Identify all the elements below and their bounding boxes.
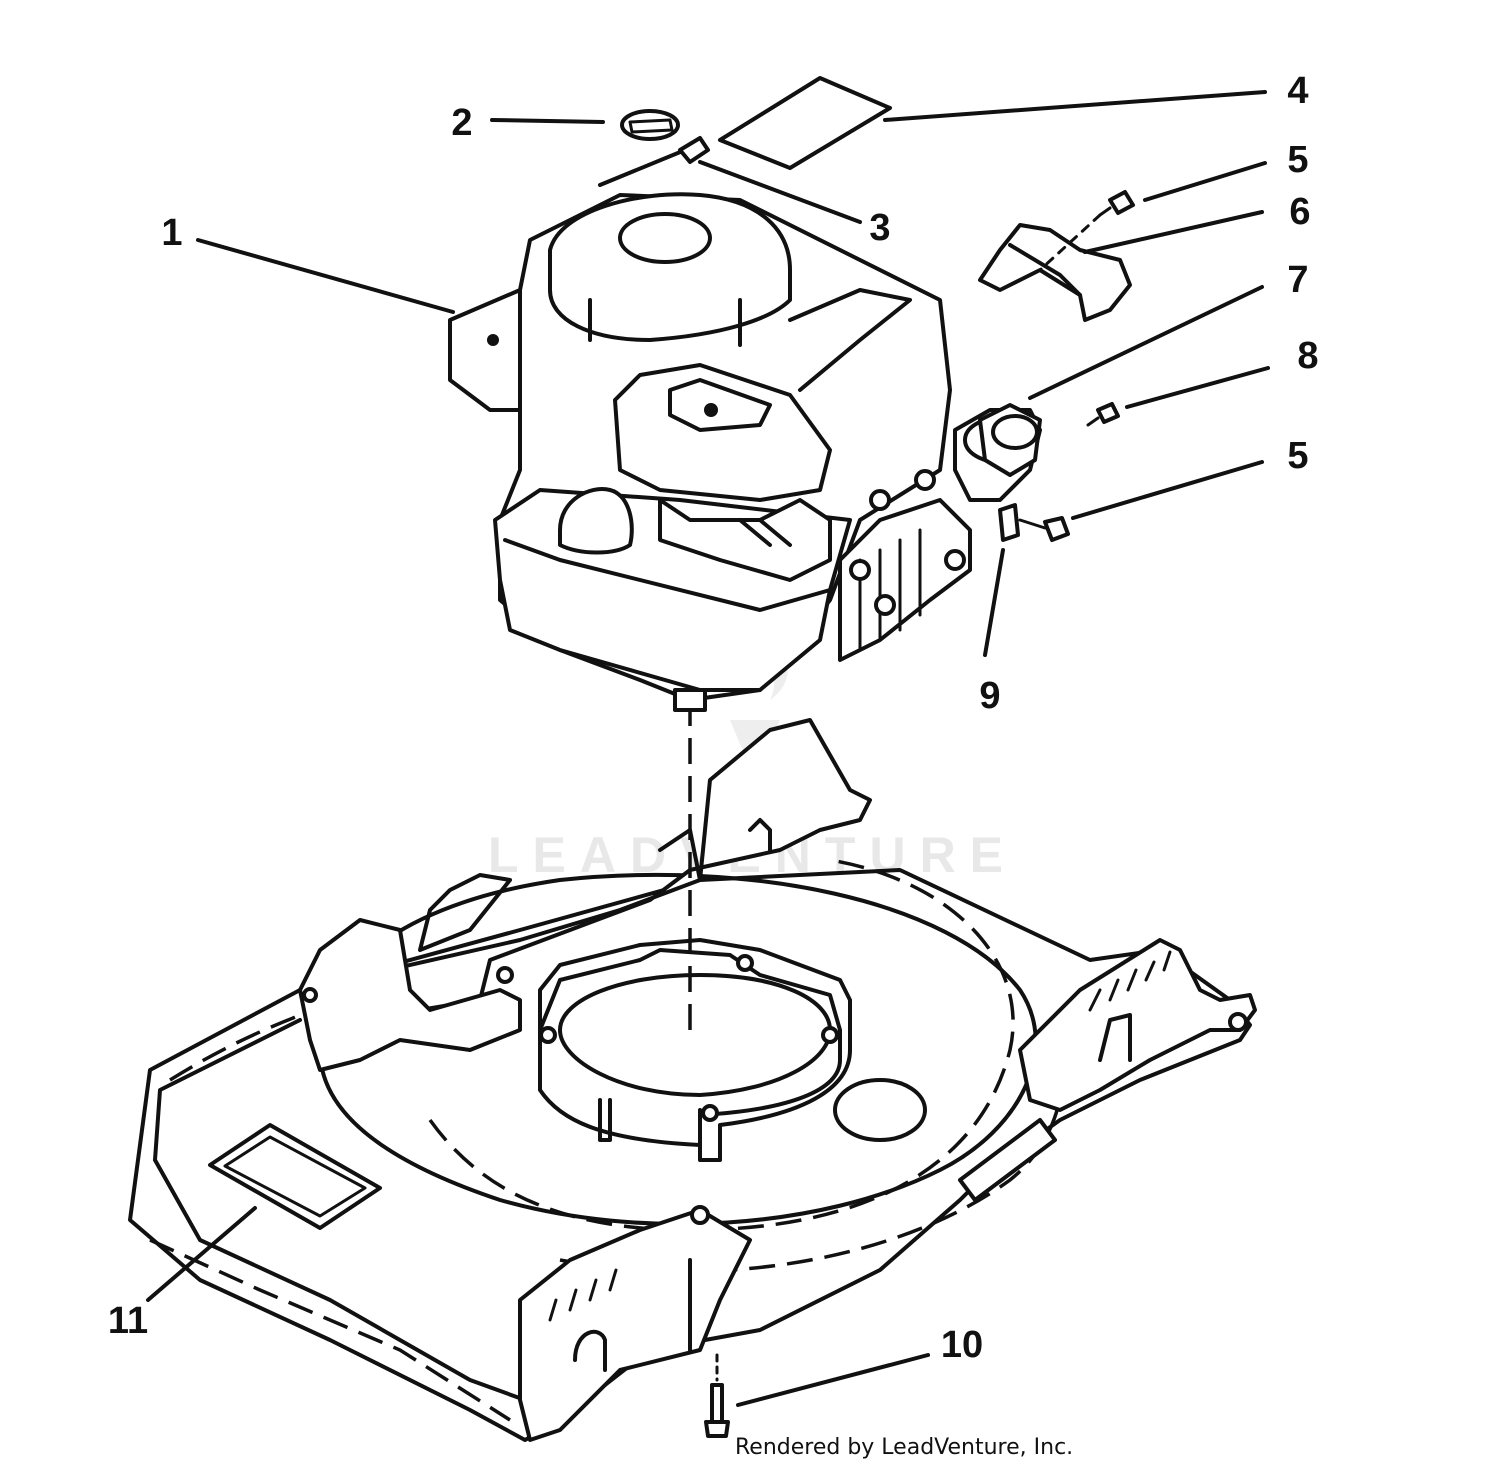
callout-7: 7 bbox=[1287, 259, 1308, 301]
leader-5a bbox=[1143, 161, 1267, 202]
leader-3 bbox=[698, 160, 862, 224]
callout-10: 10 bbox=[941, 1324, 983, 1366]
mower-deck bbox=[128, 718, 1257, 1442]
leader-7 bbox=[1028, 285, 1264, 400]
leader-5b bbox=[1071, 460, 1264, 520]
leader-4 bbox=[883, 90, 1267, 122]
callout-5-lower: 5 bbox=[1287, 435, 1308, 477]
callout-3: 3 bbox=[869, 207, 890, 249]
part-6-bracket bbox=[978, 223, 1132, 322]
leader-1 bbox=[196, 238, 455, 314]
leader-lines bbox=[146, 90, 1270, 1407]
callout-6: 6 bbox=[1289, 191, 1310, 233]
part-5-screw-top bbox=[1038, 190, 1135, 272]
leader-6 bbox=[1083, 210, 1264, 254]
render-credit: Rendered by LeadVenture, Inc. bbox=[735, 1435, 1073, 1460]
callout-11: 11 bbox=[108, 1300, 148, 1342]
part-4-label bbox=[718, 76, 892, 170]
callout-labels: 1 2 3 4 5 6 7 8 5 9 10 11 bbox=[108, 70, 1319, 1366]
part-7-starter-cup bbox=[978, 403, 1042, 477]
part-2-oil-cap bbox=[620, 109, 680, 141]
leader-11 bbox=[146, 1206, 257, 1302]
part-9-clip bbox=[998, 503, 1020, 542]
callout-4: 4 bbox=[1287, 70, 1308, 112]
callout-1: 1 bbox=[161, 212, 182, 254]
callout-5-top: 5 bbox=[1287, 139, 1308, 181]
leader-8 bbox=[1125, 366, 1270, 409]
callout-2: 2 bbox=[451, 102, 472, 144]
leader-2 bbox=[490, 118, 605, 124]
leader-10 bbox=[736, 1353, 930, 1407]
leader-9 bbox=[983, 548, 1005, 657]
callout-9: 9 bbox=[979, 675, 1000, 717]
part-3-dipstick bbox=[598, 136, 710, 187]
part-10-bolt bbox=[704, 1353, 730, 1438]
engine bbox=[448, 192, 1042, 712]
part-8-screw bbox=[1086, 402, 1120, 427]
part-5-screw-lower bbox=[1018, 516, 1070, 542]
callout-8: 8 bbox=[1297, 335, 1318, 377]
